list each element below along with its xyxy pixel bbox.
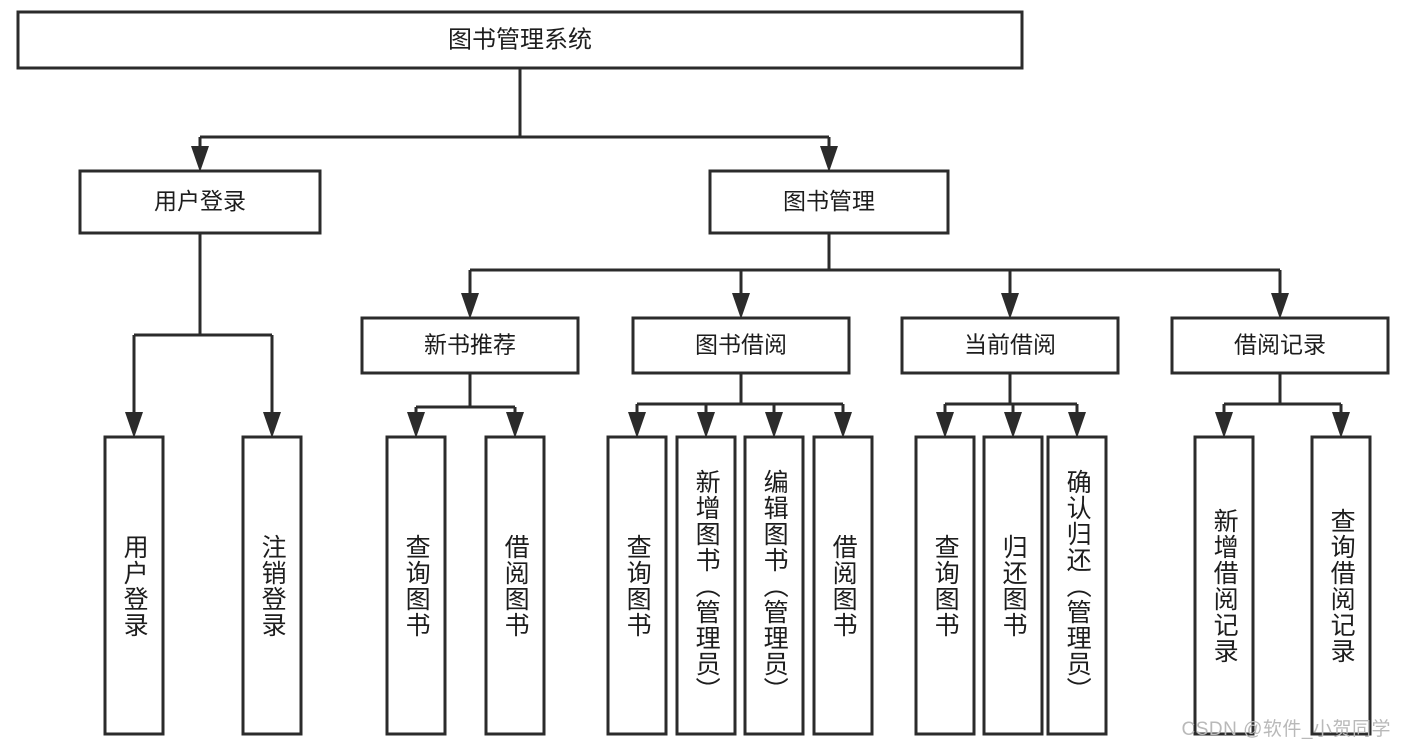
connector-record-to-leaves bbox=[1215, 373, 1350, 438]
node-label: 图书管理系统 bbox=[448, 26, 592, 53]
node-leaf-borrow-book-2[interactable] bbox=[812, 435, 874, 736]
arrow-head-icon bbox=[936, 412, 954, 438]
node-user-login[interactable]: 用户登录 bbox=[78, 169, 322, 235]
node-leaf-edit-book[interactable] bbox=[743, 435, 805, 736]
node-book-manage[interactable]: 图书管理 bbox=[708, 169, 950, 235]
arrow-head-icon bbox=[191, 146, 209, 172]
node-label: 图书借阅 bbox=[695, 332, 787, 358]
node-label: 用户登录 bbox=[154, 188, 246, 214]
node-leaf-add-record[interactable] bbox=[1193, 435, 1255, 736]
node-new-book-recommend[interactable]: 新书推荐 bbox=[360, 316, 580, 375]
node-current-borrow[interactable]: 当前借阅 bbox=[900, 316, 1120, 375]
arrow-head-icon bbox=[263, 412, 281, 438]
arrow-head-icon bbox=[506, 412, 524, 438]
arrow-head-icon bbox=[1068, 412, 1086, 438]
connector-current-to-leaves bbox=[936, 373, 1086, 438]
node-label: 当前借阅 bbox=[964, 332, 1056, 358]
connector-user-login-to-leaves bbox=[125, 233, 281, 438]
arrow-head-icon bbox=[1001, 293, 1019, 319]
node-leaf-return-book[interactable] bbox=[982, 435, 1044, 736]
connector-borrow-to-leaves bbox=[628, 373, 852, 438]
node-leaf-query-book-3[interactable] bbox=[914, 435, 976, 736]
node-leaf-logout[interactable] bbox=[241, 435, 303, 736]
arrow-head-icon bbox=[1215, 412, 1233, 438]
node-book-borrow[interactable]: 图书借阅 bbox=[631, 316, 851, 375]
connector-root-to-level2 bbox=[191, 68, 838, 172]
node-leaf-borrow-book-1[interactable] bbox=[484, 435, 546, 736]
node-leaf-user-login[interactable] bbox=[103, 435, 165, 736]
arrow-head-icon bbox=[407, 412, 425, 438]
connector-recommend-to-leaves bbox=[407, 373, 524, 438]
node-label: 图书管理 bbox=[783, 188, 875, 214]
arrow-head-icon bbox=[1332, 412, 1350, 438]
arrow-head-icon bbox=[765, 412, 783, 438]
node-label: 借阅记录 bbox=[1234, 332, 1326, 358]
node-leaf-query-book-1[interactable] bbox=[385, 435, 447, 736]
node-borrow-record[interactable]: 借阅记录 bbox=[1170, 316, 1390, 375]
arrow-head-icon bbox=[697, 412, 715, 438]
node-leaf-query-record[interactable] bbox=[1310, 435, 1372, 736]
connector-layer bbox=[125, 68, 1350, 438]
arrow-head-icon bbox=[1004, 412, 1022, 438]
connector-book-manage-to-level3 bbox=[461, 233, 1289, 319]
arrow-head-icon bbox=[1271, 293, 1289, 319]
arrow-head-icon bbox=[461, 293, 479, 319]
arrow-head-icon bbox=[628, 412, 646, 438]
arrow-head-icon bbox=[732, 293, 750, 319]
arrow-head-icon bbox=[820, 146, 838, 172]
node-leaf-confirm-return[interactable] bbox=[1046, 435, 1108, 736]
node-leaf-query-book-2[interactable] bbox=[606, 435, 668, 736]
arrow-head-icon bbox=[834, 412, 852, 438]
arrow-head-icon bbox=[125, 412, 143, 438]
node-leaf-add-book[interactable] bbox=[675, 435, 737, 736]
node-label: 新书推荐 bbox=[424, 332, 516, 358]
node-root[interactable]: 图书管理系统 bbox=[16, 10, 1024, 70]
